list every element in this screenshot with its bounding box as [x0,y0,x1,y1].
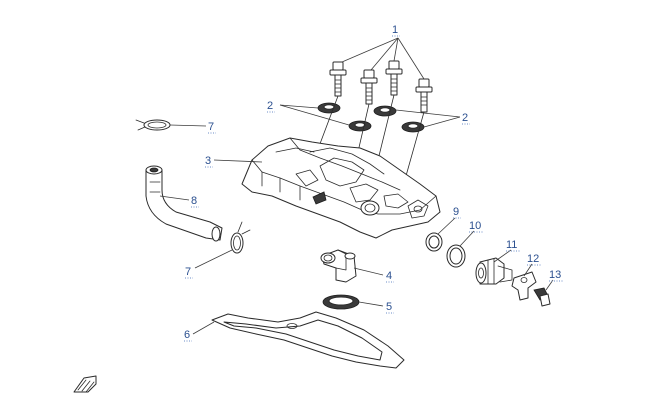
callout-9[interactable]: 9 [453,206,459,218]
bracket [511,271,537,301]
callout-7-lower[interactable]: 7 [185,266,191,278]
o-ring [322,294,360,310]
callout-4[interactable]: 4 [386,270,392,282]
washer [348,120,372,132]
callout-11[interactable]: 11 [506,239,517,251]
callout-2-right[interactable]: 2 [462,112,468,124]
callout-3[interactable]: 3 [205,155,211,167]
bolt [385,60,403,96]
callout-12[interactable]: 12 [527,253,539,265]
gasket [211,311,405,369]
washer [317,102,341,114]
callout-5[interactable]: 5 [386,301,392,313]
valve-cover [241,137,441,239]
seal-large [446,244,466,268]
hose [145,165,223,242]
callout-8[interactable]: 8 [191,195,197,207]
bolt [360,69,378,105]
callout-1[interactable]: 1 [392,24,398,36]
threaded-adapter [475,257,513,285]
hose-clamp-lower [230,221,251,254]
bolt [415,78,433,113]
callout-7-upper[interactable]: 7 [208,121,214,133]
callout-2-left[interactable]: 2 [267,100,273,112]
callout-10[interactable]: 10 [469,220,481,232]
bolt [329,61,347,97]
washer [373,105,397,117]
seal-small [425,232,443,252]
hose-clamp-upper [135,119,171,131]
callout-labels: 1 2 2 3 4 5 6 7 7 8 9 10 11 12 13 [184,24,563,342]
front-arrow-icon [73,375,97,393]
elbow-fitting [320,249,357,283]
callout-13[interactable]: 13 [549,269,561,281]
small-bolt [533,287,551,307]
bolt-group [329,60,433,113]
callout-6[interactable]: 6 [184,329,190,341]
leader-lines [159,37,554,335]
